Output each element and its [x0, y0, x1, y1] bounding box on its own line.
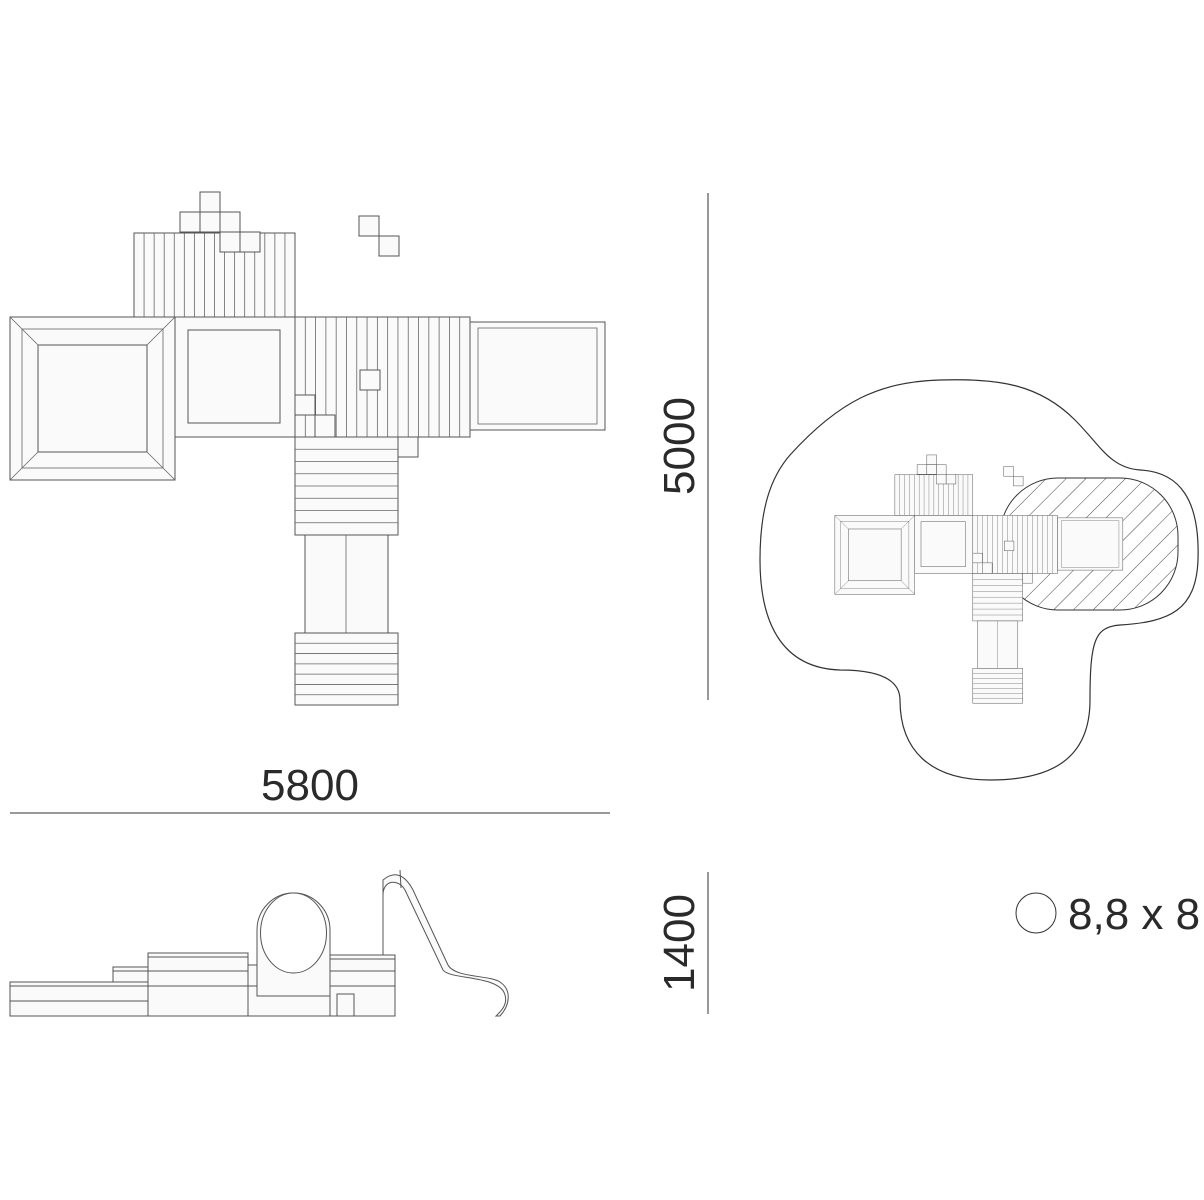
elevation-view [9, 869, 509, 1017]
depth-dimension-label: 5000 [655, 397, 704, 495]
height-dimension-label: 1400 [655, 894, 704, 992]
width-dimension-label: 5800 [261, 761, 359, 810]
safety-zone-area-label: 8,8 x 8 [1068, 890, 1200, 939]
safety-zone-view [759, 379, 1199, 781]
circle-icon [1015, 892, 1057, 934]
plan-view [9, 191, 606, 706]
